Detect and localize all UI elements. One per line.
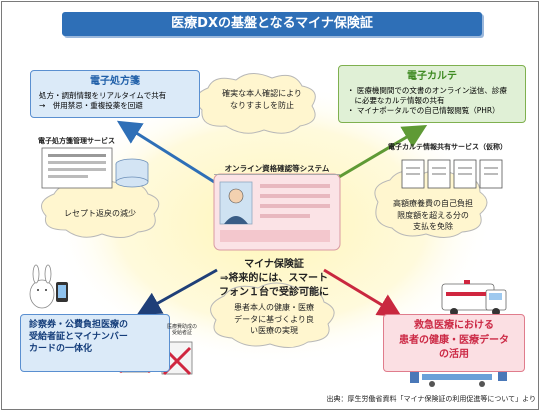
e-prescription-line-1: 処方・調剤情報をリアルタイムで共有 — [39, 90, 167, 100]
e-prescription-box: 電子処方箋 処方・調剤情報をリアルタイムで共有 → 併用禁忌・重複投薬を回避 — [30, 70, 200, 118]
mynacard-line-2: ⇒将来的には、スマート — [219, 272, 329, 284]
source-note: 出典：厚生労働省資料「マイナ保険証の利用促進等について」より — [326, 395, 536, 403]
e-karte-title: 電子カルテ — [407, 71, 457, 82]
rescue-line-1: 救急医療における — [414, 320, 494, 331]
karte-service-label: 電子カルテ情報共有サービス（仮称） — [388, 143, 507, 151]
cloud-bottom-text: 患者本人の健康・医療 データに基づくより良 い医療の実現 — [218, 302, 330, 337]
mynacard-line-3: フォン１台で受診可能に — [219, 286, 329, 298]
cloud-top-line-1: 確実な本人確認により — [222, 89, 302, 98]
card-line-1 — [260, 184, 330, 188]
card-integration-box: 診察券・公費負担医療の 受給者証とマイナンバー カードの一体化 — [20, 314, 170, 372]
e-prescription-line-2: → 併用禁忌・重複投薬を回避 — [39, 100, 143, 110]
rx-service-icon — [41, 147, 149, 189]
karte-service-icon — [401, 159, 503, 189]
arrow-to-e-prescription — [116, 120, 228, 192]
rescue-line-2: 患者の健康・医療データ — [399, 334, 509, 346]
cloud-right-line-3: 支払を免除 — [413, 222, 453, 232]
card-line-2 — [260, 194, 330, 198]
cloud-top-line-2: なりすましを防止 — [230, 100, 294, 110]
card-photo-body — [224, 216, 248, 224]
cloud-top — [195, 73, 316, 134]
cloud-left-text: レセプト返戻の減少 — [64, 209, 136, 218]
card-photo-face — [228, 188, 244, 204]
online-system-label: オンライン資格確認等システム — [214, 162, 340, 175]
small-doc-label-1: 医療費助成の — [166, 324, 197, 330]
mynacard-line-1: マイナ保険証 — [244, 259, 304, 270]
small-doc-label-2: 受給者証 — [171, 330, 192, 336]
card-bottom-strip — [220, 230, 330, 242]
arrow-to-card-box — [136, 268, 218, 315]
small-doc-label: 医療費助成の 受給者証 — [162, 324, 202, 336]
e-karte-line-2: に必要なカルテ情報の共有 — [347, 95, 445, 105]
e-prescription-title: 電子処方箋 — [90, 76, 140, 87]
page-title: 医療DXの基盤となるマイナ保険証 — [62, 12, 482, 36]
cloud-right-line-1: 高額療養費の自己負担 — [393, 199, 473, 208]
cloud-bottom — [210, 282, 335, 348]
ambulance-icon — [441, 280, 507, 316]
cloud-bottom-line-2: データに基づくより良 — [234, 314, 314, 324]
rx-service-label: 電子処方箋管理サービス — [38, 137, 115, 145]
rabbit-mascot-icon — [29, 264, 68, 309]
card-box-line-1: 診察券・公費負担医療の — [29, 320, 129, 330]
card-line-4 — [260, 214, 310, 218]
e-karte-line-1: ・ 医療機関間での文書のオンライン送信、診療 — [347, 85, 507, 95]
card-line-3 — [260, 204, 330, 208]
cloud-right-text: 高額療養費の自己負担 限度額を超える分の 支払を免除 — [380, 198, 486, 233]
rescue-line-3: の活用 — [439, 349, 469, 360]
mynacard-text: マイナ保険証 ⇒将来的には、スマート フォン１台で受診可能に — [194, 258, 354, 299]
e-karte-box: 電子カルテ ・ 医療機関間での文書のオンライン送信、診療 に必要なカルテ情報の共… — [338, 65, 526, 123]
cloud-bottom-line-3: い医療の実現 — [250, 326, 298, 336]
card-box-line-3: カードの一体化 — [29, 344, 93, 355]
arrow-to-rescue-box — [323, 268, 403, 318]
emergency-care-box: 救急医療における 患者の健康・医療データ の活用 — [383, 314, 525, 372]
card-box-line-2: 受給者証とマイナンバー — [29, 332, 128, 343]
cloud-bottom-line-1: 患者本人の健康・医療 — [234, 303, 314, 312]
e-karte-line-3: ・ マイナポータルでの自己情報閲覧（PHR） — [347, 105, 500, 115]
cloud-right-line-2: 限度額を超える分の — [397, 210, 469, 220]
cloud-top-text: 確実な本人確認により なりすましを防止 — [206, 88, 318, 111]
